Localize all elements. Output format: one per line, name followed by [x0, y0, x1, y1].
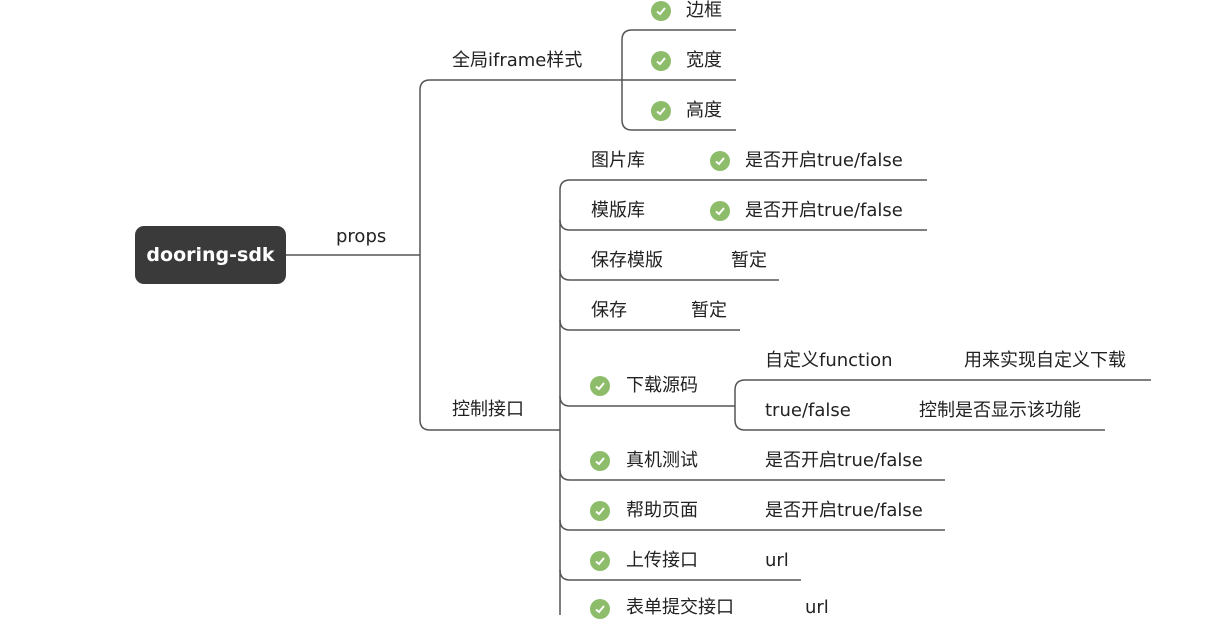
root-label: dooring-sdk: [146, 244, 275, 266]
control-item-note[interactable]: 暂定: [691, 300, 727, 321]
root-node[interactable]: dooring-sdk: [135, 226, 286, 284]
control-item-label[interactable]: 保存模版: [591, 250, 663, 271]
control-item-label[interactable]: 帮助页面: [626, 500, 698, 521]
control-item-label[interactable]: 上传接口: [626, 550, 698, 571]
check-circle-icon: [590, 451, 610, 471]
download-child-note[interactable]: 用来实现自定义下载: [964, 350, 1126, 371]
check-circle-icon: [590, 551, 610, 571]
control-item-note[interactable]: 是否开启true/false: [745, 150, 903, 171]
control-item-note[interactable]: url: [805, 597, 829, 618]
check-circle-icon: [710, 151, 730, 171]
iframe-item-width[interactable]: 宽度: [686, 50, 722, 71]
control-item-note[interactable]: 是否开启true/false: [765, 500, 923, 521]
control-item-label[interactable]: 表单提交接口: [626, 597, 734, 618]
iframe-item-border[interactable]: 边框: [686, 0, 722, 21]
download-child-note[interactable]: 控制是否显示该功能: [919, 400, 1081, 421]
control-item-label[interactable]: 真机测试: [626, 450, 698, 471]
check-circle-icon: [590, 599, 610, 619]
control-item-label[interactable]: 图片库: [591, 150, 645, 171]
control-item-label[interactable]: 模版库: [591, 200, 645, 221]
iframe-item-height[interactable]: 高度: [686, 100, 722, 121]
check-circle-icon: [651, 1, 671, 21]
check-circle-icon: [590, 376, 610, 396]
download-child-label[interactable]: 自定义function: [765, 350, 893, 371]
control-item-note[interactable]: 是否开启true/false: [765, 450, 923, 471]
iframe-branch-label[interactable]: 全局iframe样式: [452, 50, 583, 71]
download-child-label[interactable]: true/false: [765, 400, 851, 421]
control-item-note[interactable]: 是否开启true/false: [745, 200, 903, 221]
control-branch-label[interactable]: 控制接口: [452, 399, 524, 420]
props-label[interactable]: props: [336, 226, 387, 247]
control-item-label[interactable]: 下载源码: [626, 375, 698, 396]
check-circle-icon: [590, 501, 610, 521]
check-circle-icon: [651, 101, 671, 121]
control-item-note[interactable]: url: [765, 550, 789, 571]
check-circle-icon: [651, 51, 671, 71]
check-circle-icon: [710, 201, 730, 221]
control-item-note[interactable]: 暂定: [731, 250, 767, 271]
control-item-label[interactable]: 保存: [591, 300, 627, 321]
